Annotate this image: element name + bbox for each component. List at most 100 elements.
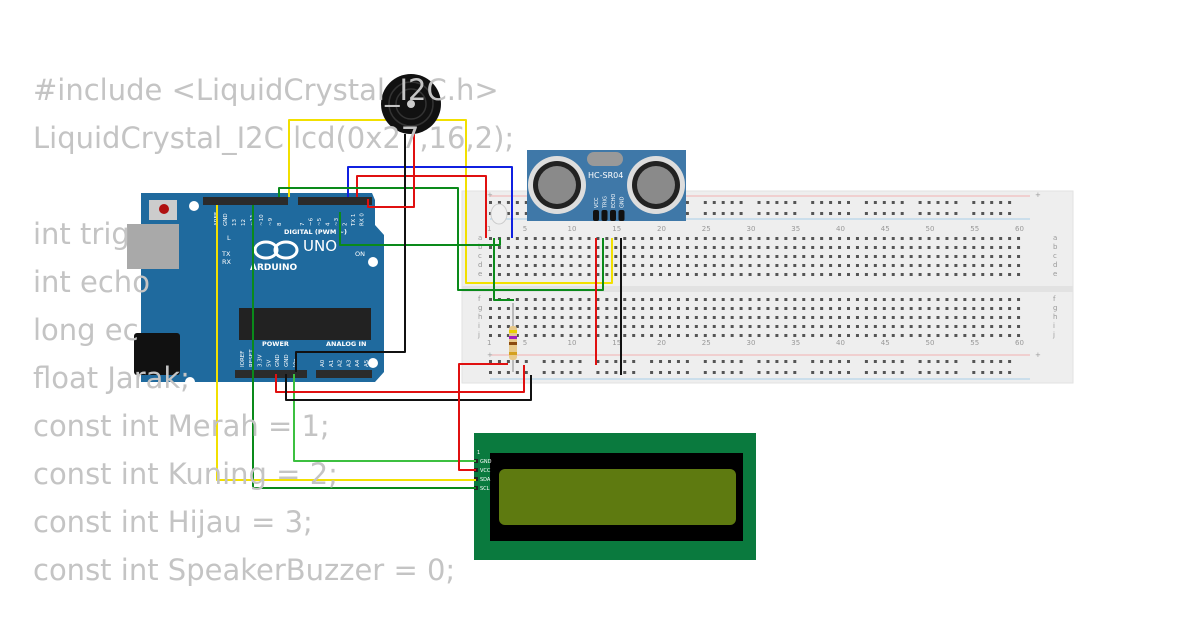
breadboard-row-label: i (478, 322, 480, 330)
breadboard-column-label: 30 (747, 225, 756, 233)
breadboard-column-label: 5 (523, 225, 527, 233)
wire-black-gnd (285, 374, 532, 401)
breadboard-row-label: a (478, 234, 482, 242)
wire-red-buzzer (367, 134, 415, 208)
lcd-pin-label: SCL (480, 486, 490, 492)
board-brand: ARDUINO (250, 263, 298, 273)
breadboard-column-label: 60 (1015, 225, 1024, 233)
digital-pin-label: ~3 (334, 217, 340, 226)
breadboard-row-label: b (478, 243, 483, 251)
lcd-pin-label: SDA (480, 477, 491, 483)
power-pin-label: 3.3V (258, 354, 264, 367)
breadboard-column-label: 35 (791, 339, 800, 347)
power-jack (134, 333, 180, 375)
breadboard-column-label: 1 (487, 225, 491, 233)
breadboard-column-label: 30 (747, 339, 756, 347)
breadboard-column-label: 15 (612, 339, 621, 347)
breadboard-row-label: h (1053, 313, 1057, 321)
breadboard-row-label: e (1053, 270, 1057, 278)
digital-pin-label: 8 (277, 222, 283, 226)
breadboard-row-label: c (478, 252, 482, 260)
wires (216, 119, 622, 489)
sensor-pin-echo[interactable] (610, 210, 616, 221)
power-pin-label: IOREF (240, 351, 246, 367)
sensor-pin-gnd[interactable] (618, 210, 625, 221)
breadboard-row-label: j (1052, 331, 1055, 339)
breadboard-row-label: c (1053, 252, 1057, 260)
breadboard-row-label: b (1053, 243, 1058, 251)
digital-pin-label: ~10 (259, 214, 265, 226)
breadboard-column-label: 5 (523, 339, 527, 347)
board-model: UNO (303, 237, 337, 255)
digital-pin-label: 7 (300, 222, 306, 226)
analog-pin-label: A2 (338, 360, 344, 367)
plus-rail-label: + (487, 351, 493, 359)
breadboard-column-label: 50 (926, 339, 935, 347)
analog-pin-label: A5 (364, 359, 370, 367)
breadboard-row-label: f (478, 295, 481, 303)
breadboard-row-label: g (1053, 304, 1057, 312)
on-label: ON (355, 250, 365, 258)
digital-pin-label: ~5 (317, 217, 323, 226)
rx-label: RX (222, 258, 232, 266)
breadboard-column-label: 55 (970, 339, 979, 347)
sensor-pin-vcc[interactable] (593, 210, 599, 221)
sensor-pin-trig[interactable] (601, 210, 608, 221)
digital-pin-label: ~6 (309, 217, 315, 226)
digital-pin-label: TX 1 (351, 214, 357, 227)
wire-yellow-echo (288, 119, 613, 284)
breadboard-row-label: i (1053, 322, 1055, 330)
power-pin-label: 5V (266, 360, 272, 367)
breadboard-row-label: d (1053, 261, 1057, 269)
analog-pin-label: A0 (320, 359, 326, 367)
sensor-name: HC-SR04 (588, 171, 623, 180)
breadboard-row-label: g (478, 304, 482, 312)
power-pin-label: GND (284, 354, 290, 367)
breadboard-column-label: 10 (568, 339, 577, 347)
power-pin-label: GND (275, 354, 281, 367)
wire-green-scl (252, 205, 476, 489)
digital-header-1[interactable] (203, 197, 288, 205)
resistor[interactable] (509, 303, 517, 372)
breadboard-column-label: 20 (657, 339, 666, 347)
breadboard-row-label: a (1053, 234, 1057, 242)
rgb-led[interactable] (490, 203, 508, 225)
digital-label: DIGITAL (PWM ~) (284, 228, 347, 236)
analog-pin-label: A3 (346, 359, 352, 367)
digital-header-2[interactable] (298, 197, 372, 205)
power-header[interactable] (235, 370, 307, 378)
lcd-screen (499, 469, 736, 525)
wire-blue-led (347, 166, 513, 238)
breadboard-column-label: 25 (702, 225, 711, 233)
breadboard-column-label: 45 (881, 225, 890, 233)
lcd-pin1-label: 1 (477, 450, 480, 456)
analog-label: ANALOG IN (326, 340, 366, 348)
analog-pin-label: A1 (329, 360, 335, 367)
wire-green-led2 (493, 238, 514, 301)
breadboard-row-label: f (1053, 295, 1056, 303)
piezo-buzzer[interactable] (381, 74, 441, 134)
digital-pin-label: 12 (241, 219, 247, 226)
sensor-pin-label: VCC (594, 197, 600, 208)
digital-pin-label: 2 (343, 223, 349, 227)
lcd-pin-label: GND (480, 459, 492, 465)
digital-pin-label: ~9 (268, 217, 274, 226)
power-label: POWER (262, 340, 289, 348)
lcd-pin-label: VCC (480, 468, 491, 474)
breadboard[interactable]: 1155101015152020252530303535404045455050… (461, 190, 1074, 384)
digital-pin-label: 13 (232, 219, 238, 226)
wire-red-led (356, 175, 487, 238)
arduino-uno-board[interactable]: UNO ARDUINO DIGITAL (PWM ~) POWER ANALOG… (127, 193, 384, 387)
power-pin-label: RESET (249, 349, 255, 367)
breadboard-column-label: 20 (657, 225, 666, 233)
breadboard-column-label: 35 (791, 225, 800, 233)
wire-green-trig (278, 187, 604, 291)
breadboard-column-label: 10 (568, 225, 577, 233)
lcd-i2c-display[interactable]: 1 GND VCC SDA SCL (474, 433, 756, 560)
breadboard-row-label: h (478, 313, 482, 321)
digital-pin-label: GND (223, 213, 229, 226)
analog-header[interactable] (316, 370, 372, 378)
usb-port (127, 224, 179, 269)
